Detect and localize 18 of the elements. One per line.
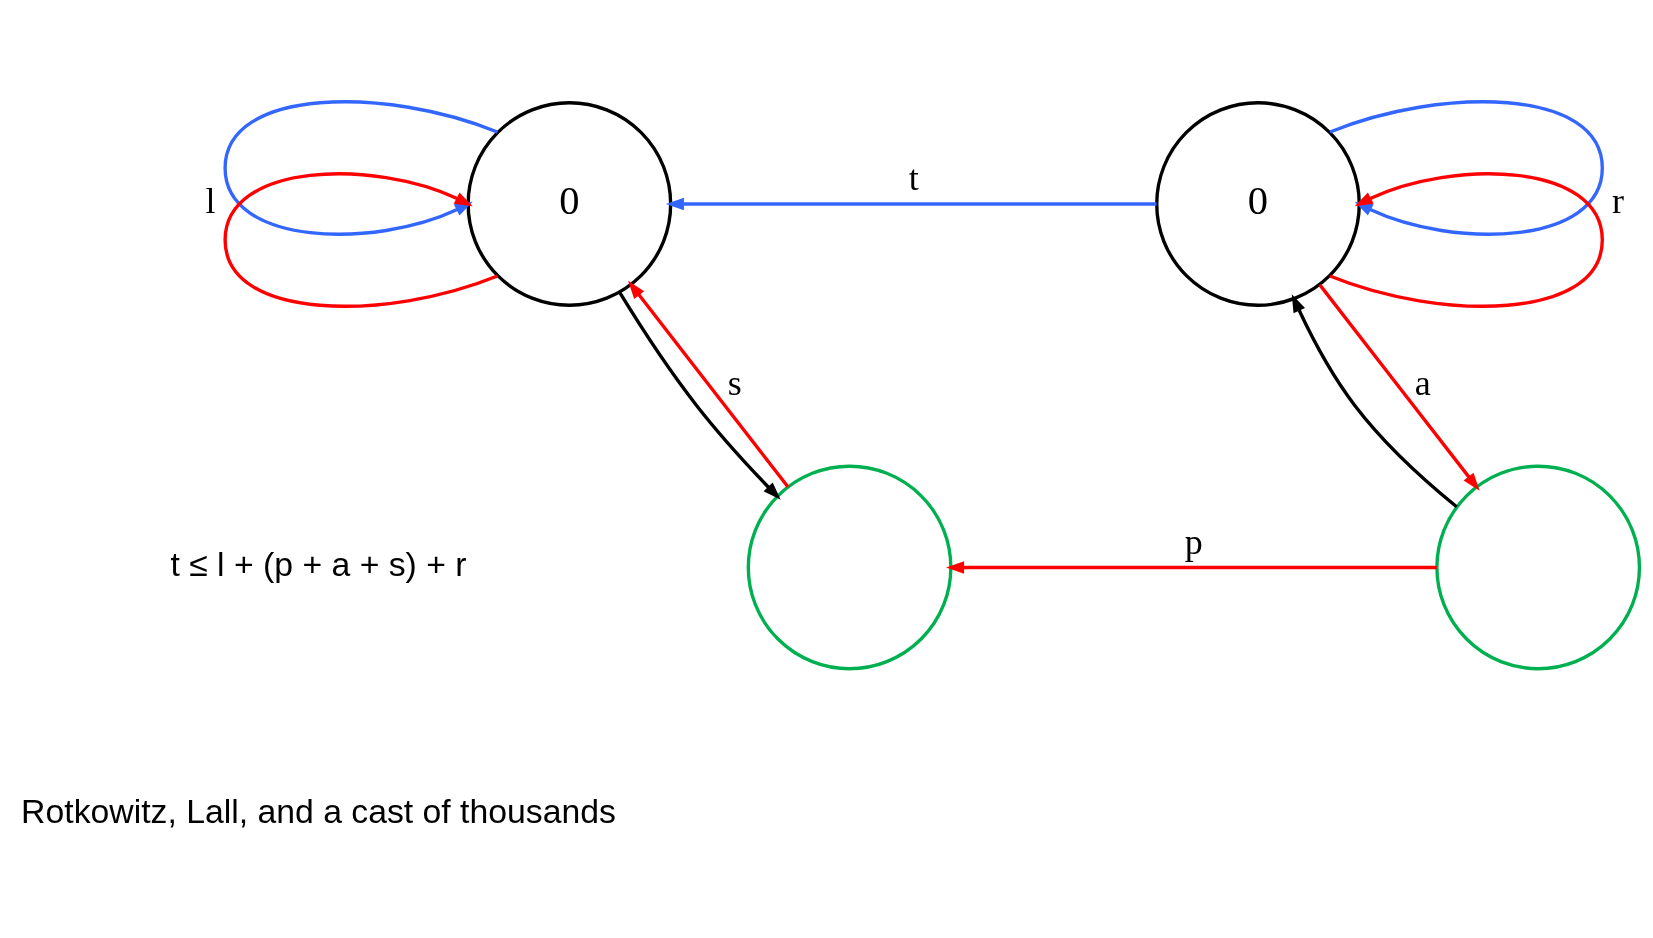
arrow <box>1291 293 1458 508</box>
node-circle <box>1435 464 1642 670</box>
arrow <box>628 280 790 488</box>
arrow <box>665 197 1157 210</box>
label: Rotkowitz, Lall, and a cast of thousands <box>21 791 616 830</box>
edge-label: t <box>908 157 919 198</box>
node-circle: 0 <box>466 100 673 307</box>
edge-label: r <box>1612 180 1625 221</box>
arrow <box>618 291 781 500</box>
edge-label: l <box>205 180 216 221</box>
node-circle: 0 <box>1155 100 1361 307</box>
edge-label: s <box>727 362 742 403</box>
label: t ≤ l + (p + a + s) + r <box>170 544 467 583</box>
edge-label: a <box>1414 362 1431 403</box>
arrow <box>946 560 1437 574</box>
node-circle <box>746 464 953 670</box>
edge-label: p <box>1184 521 1203 562</box>
arrow <box>1318 283 1480 491</box>
